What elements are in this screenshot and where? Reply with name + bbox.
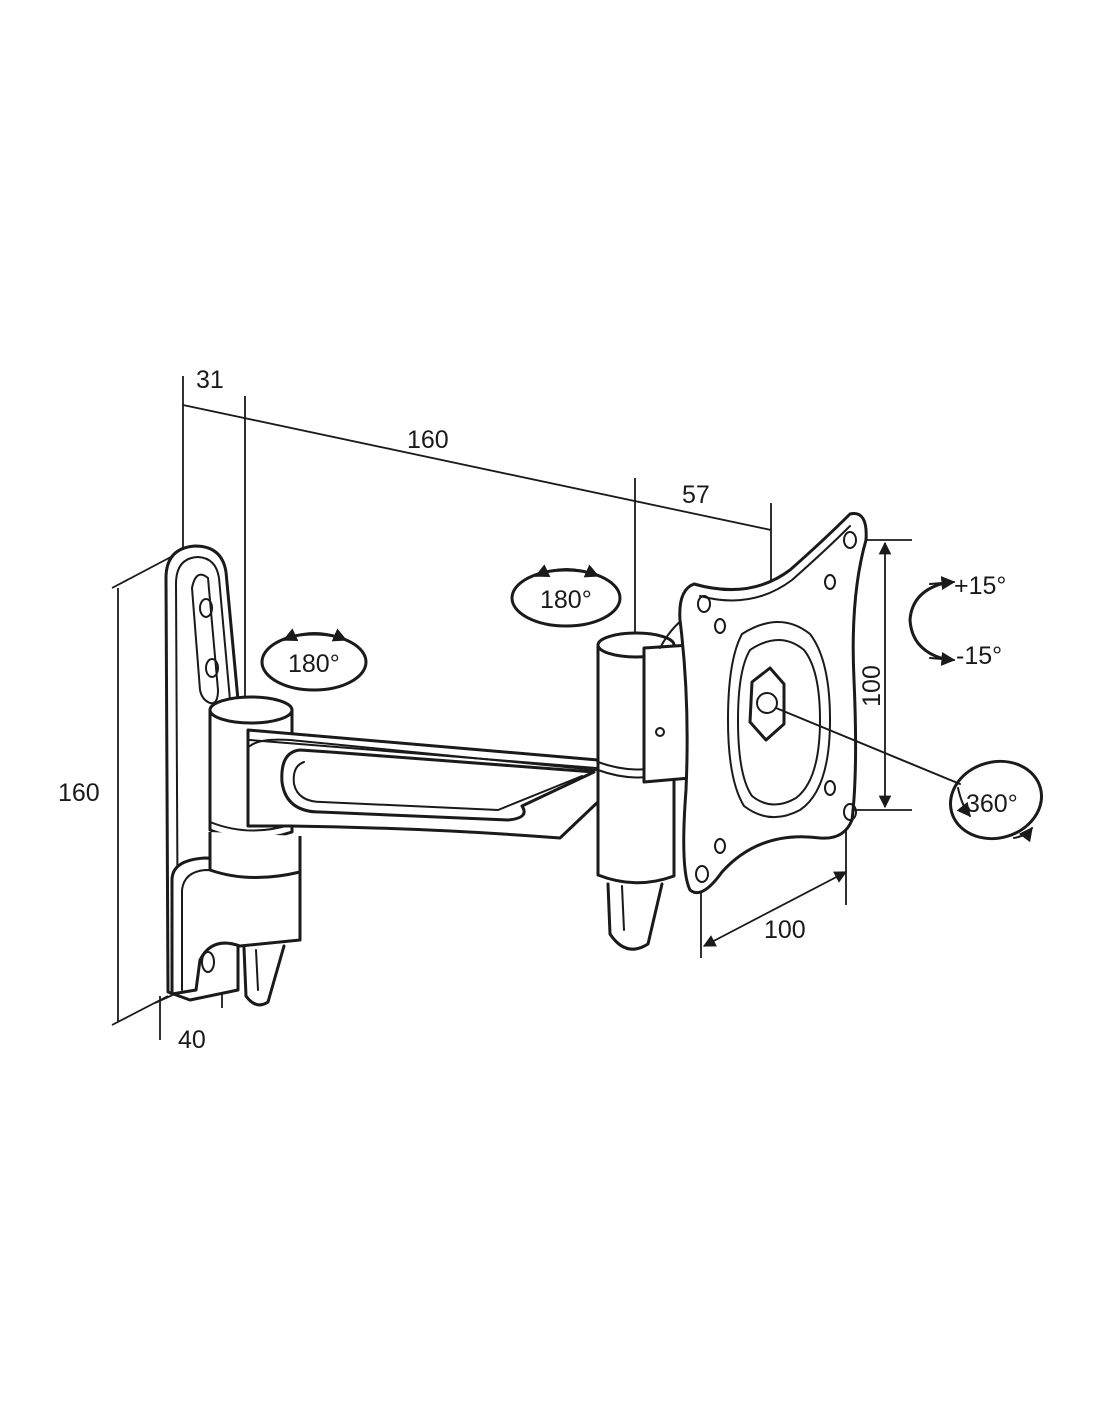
vesa-hole-6 bbox=[824, 780, 836, 796]
rotation-indicators bbox=[260, 564, 1044, 843]
label-wall-joint-swivel: 180° bbox=[288, 650, 340, 678]
label-plate-offset: 57 bbox=[682, 481, 710, 509]
vesa-hole-8 bbox=[714, 838, 726, 854]
wall-screw-hole-3 bbox=[201, 951, 215, 973]
plate-rotation-ring bbox=[948, 759, 1044, 841]
top-dimension-line bbox=[182, 404, 772, 531]
vesa-hole-5 bbox=[824, 574, 836, 590]
wall-screw-hole-1 bbox=[199, 598, 213, 618]
label-wall-plate-width: 40 bbox=[178, 1026, 206, 1054]
rotation-axis-line bbox=[775, 707, 961, 785]
label-arm-joint-swivel: 180° bbox=[540, 586, 592, 614]
label-wall-plate-depth: 31 bbox=[196, 366, 224, 394]
wall-screw-hole-2 bbox=[205, 658, 219, 678]
vesa-hole-2 bbox=[843, 803, 857, 821]
tilt-arc bbox=[908, 580, 950, 662]
vesa-plate bbox=[678, 512, 868, 895]
vesa-hole-4 bbox=[695, 865, 709, 883]
label-tilt-down: -15° bbox=[956, 642, 1002, 670]
label-vesa-vertical: 100 bbox=[858, 665, 886, 707]
label-vesa-horizontal: 100 bbox=[764, 916, 806, 944]
label-arm-reach: 160 bbox=[407, 426, 449, 454]
arm-pivot bbox=[596, 609, 701, 951]
wall-plate bbox=[164, 544, 302, 1007]
vesa-hole-1 bbox=[843, 531, 857, 549]
vesa-horizontal-dimension bbox=[702, 871, 848, 947]
swing-arm bbox=[246, 728, 602, 840]
label-plate-rotation: 360° bbox=[966, 790, 1018, 818]
vesa-hole-3 bbox=[697, 595, 711, 613]
labels: 31 160 57 160 40 100 100 180° 180° +15° … bbox=[58, 366, 1018, 1054]
vesa-hole-7 bbox=[714, 618, 726, 634]
label-tilt-up: +15° bbox=[954, 572, 1006, 600]
label-wall-plate-height: 160 bbox=[58, 779, 100, 807]
